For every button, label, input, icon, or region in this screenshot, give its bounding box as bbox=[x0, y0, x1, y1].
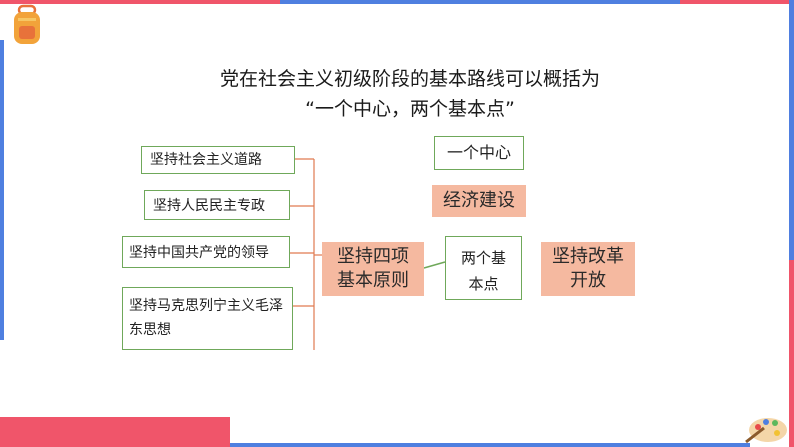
backpack-icon bbox=[14, 4, 40, 44]
four-principles-text: 坚持四项基本原则 bbox=[337, 246, 409, 291]
bottom-blue-bar bbox=[230, 443, 750, 447]
economic-construction-text: 经济建设 bbox=[443, 190, 515, 211]
top-blue-bar bbox=[280, 0, 680, 4]
principle-box-1: 坚持社会主义道路 bbox=[141, 146, 295, 174]
left-blue-bar bbox=[0, 40, 4, 340]
bottom-red-bar bbox=[0, 417, 230, 447]
one-center-text: 一个中心 bbox=[446, 143, 511, 162]
principle-box-4: 坚持马克思列宁主义毛泽东思想 bbox=[122, 287, 293, 350]
one-center-box: 一个中心 bbox=[434, 136, 524, 170]
principle-1-text: 坚持社会主义道路 bbox=[150, 152, 262, 168]
principle-2-text: 坚持人民民主专政 bbox=[153, 198, 265, 214]
principle-box-2: 坚持人民民主专政 bbox=[144, 190, 290, 220]
palette-icon bbox=[745, 418, 787, 444]
slide-title: 党在社会主义初级阶段的基本路线可以概括为 “一个中心，两个基本点” bbox=[150, 64, 670, 124]
title-line-1: 党在社会主义初级阶段的基本路线可以概括为 bbox=[219, 68, 600, 90]
two-points-box: 两个基本点 bbox=[445, 236, 522, 300]
reform-opening-text: 坚持改革开放 bbox=[552, 246, 624, 291]
right-red-bar bbox=[789, 260, 794, 447]
principle-box-3: 坚持中国共产党的领导 bbox=[122, 236, 290, 268]
title-line-2: “一个中心，两个基本点” bbox=[305, 98, 515, 120]
principle-3-text: 坚持中国共产党的领导 bbox=[129, 245, 269, 261]
principle-4-text: 坚持马克思列宁主义毛泽东思想 bbox=[129, 298, 283, 338]
two-points-text: 两个基本点 bbox=[460, 249, 506, 293]
four-principles-box: 坚持四项基本原则 bbox=[322, 242, 424, 296]
right-blue-bar bbox=[789, 0, 794, 260]
reform-opening-box: 坚持改革开放 bbox=[541, 242, 635, 296]
economic-construction-box: 经济建设 bbox=[432, 185, 526, 217]
